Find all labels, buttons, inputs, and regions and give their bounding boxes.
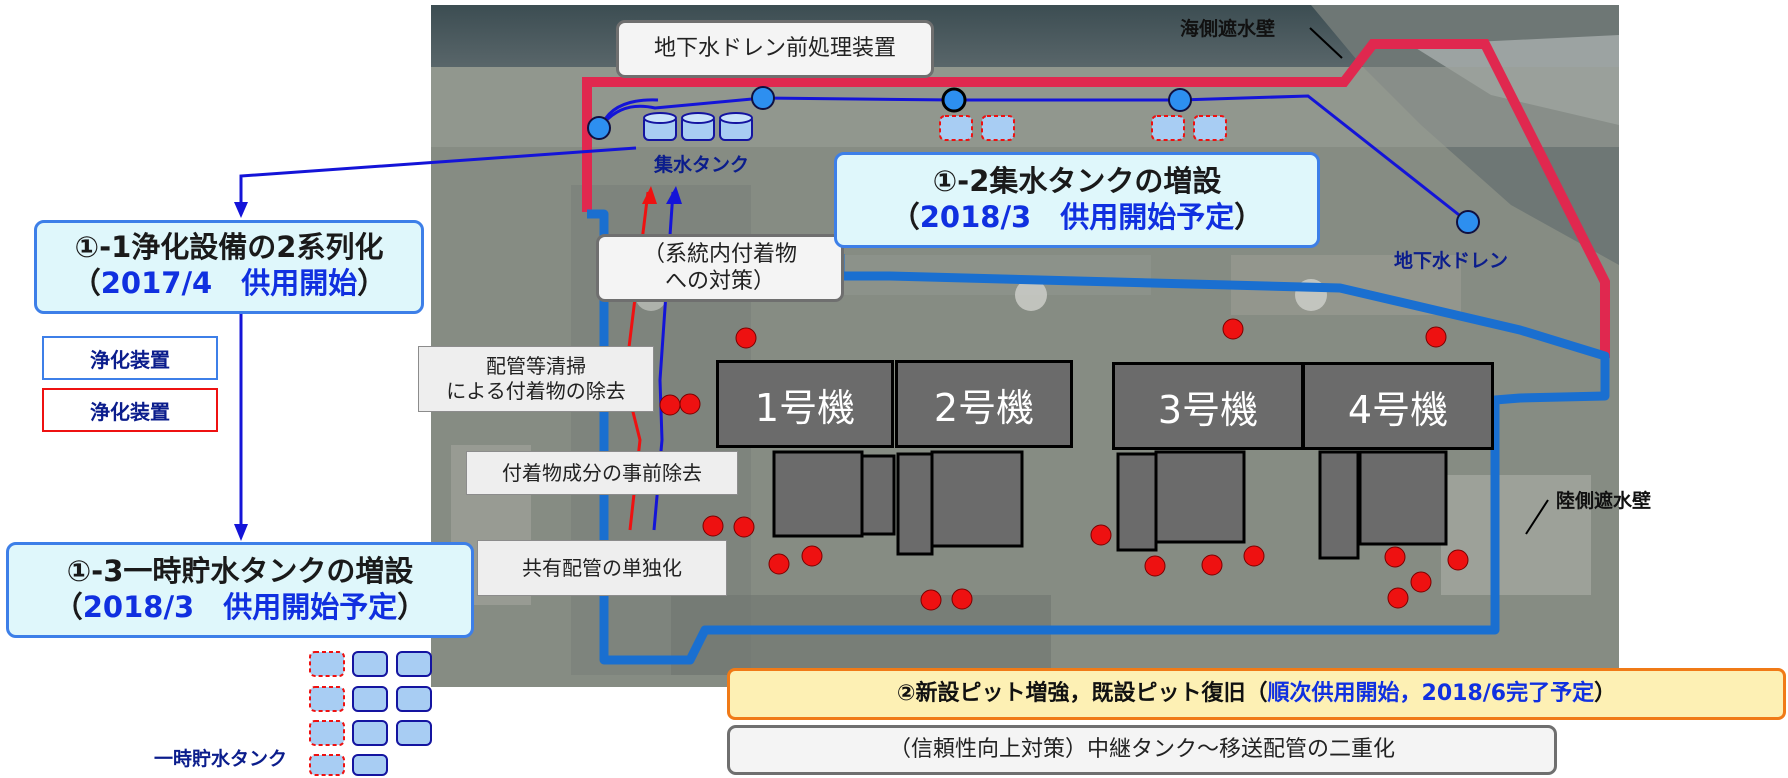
callout-1-1-date-line: （2017/4 供用開始） (37, 265, 421, 301)
item-2-prefix: ②新設ピット増強，既設ピット復旧（ (896, 681, 1268, 707)
callout-1-3-open: （ (53, 590, 83, 625)
pretreatment-device-label: 地下水ドレン前処理装置 (616, 20, 934, 78)
callout-1-2-collect-tank-expansion: ①-2集水タンクの増設 （2018/3 供用開始予定） (834, 152, 1320, 248)
unit-3-label: 3号機 (1157, 387, 1259, 432)
legend-purifier-blue: 浄化装置 (42, 336, 218, 380)
map-texture (431, 5, 1619, 687)
callout-1-3-title: ①-3一時貯水タンクの増設 (66, 554, 414, 588)
unit-4-label: 4号機 (1347, 387, 1449, 432)
callout-1-1-open: （ (71, 266, 101, 301)
collect-tanks-existing (643, 112, 753, 141)
callout-1-2-date-line: （2018/3 供用開始予定） (837, 199, 1317, 235)
system-deposit-countermeasure-label: （系統内付着物 への対策） (596, 234, 844, 302)
reliability-text: （信頼性向上対策）中継タンク～移送配管の二重化 (888, 737, 1395, 763)
site-aerial-map (431, 5, 1619, 687)
land-wall-label: 陸側遮水壁 (1556, 490, 1652, 512)
reliability-countermeasure-note: （信頼性向上対策）中継タンク～移送配管の二重化 (727, 725, 1557, 775)
unit-1-label: 1号機 (754, 385, 856, 430)
unit-1-building: 1号機 (716, 360, 894, 448)
pretreatment-text: 地下水ドレン前処理装置 (653, 36, 896, 62)
unit-2-label: 2号機 (933, 385, 1035, 430)
unit-4-building: 4号機 (1302, 362, 1494, 450)
legend-purifier-red: 浄化装置 (42, 388, 218, 432)
callout-1-2-title: ①-2集水タンクの増設 (932, 164, 1222, 198)
callout-1-2-close: ） (1234, 200, 1264, 235)
callout-1-1-close: ） (357, 266, 387, 301)
temp-tank-label: 一時貯水タンク (154, 748, 288, 770)
pre-removal-text: 付着物成分の事前除去 (502, 460, 702, 485)
drain-node (1168, 88, 1192, 112)
callout-1-2-date: 2018/3 供用開始予定 (919, 200, 1235, 235)
callout-1-3-close: ） (397, 590, 427, 625)
ground-drain-label: 地下水ドレン (1394, 250, 1509, 272)
pipe-separation-text: 共有配管の単独化 (522, 555, 682, 580)
callout-1-3-date: 2018/3 供用開始予定 (82, 590, 398, 625)
land-wall-leader (1525, 499, 1549, 535)
callout-1-2-open: （ (890, 200, 920, 235)
drain-collection-pipe (598, 94, 1469, 224)
pit-markers (659, 318, 1469, 611)
land-side-wall-line (587, 209, 1610, 665)
callout-1-1-title: ①-1浄化設備の2系列化 (74, 230, 384, 264)
sea-side-wall-line (582, 39, 1610, 358)
flow-arrow-to-callout-1-1 (239, 146, 637, 206)
drain-nodes (587, 86, 1480, 234)
drain-node (751, 86, 775, 110)
pipe-cleaning-line2: による付着物の除去 (446, 379, 626, 403)
unit-3-building: 3号機 (1112, 362, 1304, 450)
drain-node (1456, 210, 1480, 234)
callout-1-1-purification-dual-line: ①-1浄化設備の2系列化 （2017/4 供用開始） (34, 220, 424, 314)
item-2-suffix: ） (1594, 681, 1617, 707)
callout-1-1-date: 2017/4 供用開始 (100, 266, 358, 301)
callout-1-3-date-line: （2018/3 供用開始予定） (9, 589, 471, 625)
system-deposit-line2: への対策） (664, 269, 775, 294)
pre-removal-note: 付着物成分の事前除去 (466, 451, 738, 495)
item-2-pit-reinforcement: ②新設ピット増強，既設ピット復旧（順次供用開始，2018/6完了予定） (727, 668, 1786, 720)
pipe-cleaning-line1: 配管等清掃 (486, 354, 586, 378)
callout-1-3-temp-tank-expansion: ①-3一時貯水タンクの増設 （2018/3 供用開始予定） (6, 542, 474, 638)
pipe-separation-note: 共有配管の単独化 (477, 540, 727, 596)
system-deposit-line1: （系統内付着物 (642, 241, 797, 267)
unit-2-building: 2号機 (895, 360, 1073, 448)
legend-blue-text: 浄化装置 (90, 347, 170, 372)
temp-storage-tanks (309, 651, 432, 776)
sea-wall-label: 海側遮水壁 (1180, 18, 1276, 40)
item-2-schedule: 順次供用開始，2018/6完了予定 (1267, 681, 1595, 707)
drain-node (941, 87, 967, 113)
legend-red-text: 浄化装置 (90, 399, 170, 424)
drain-node (587, 116, 611, 140)
reactor-annex-blocks (772, 450, 1448, 560)
sea-wall-leader (1309, 27, 1343, 59)
collect-tanks-new (939, 115, 1227, 141)
collect-tank-label: 集水タンク (654, 154, 750, 176)
pipe-cleaning-note: 配管等清掃 による付着物の除去 (418, 346, 654, 412)
